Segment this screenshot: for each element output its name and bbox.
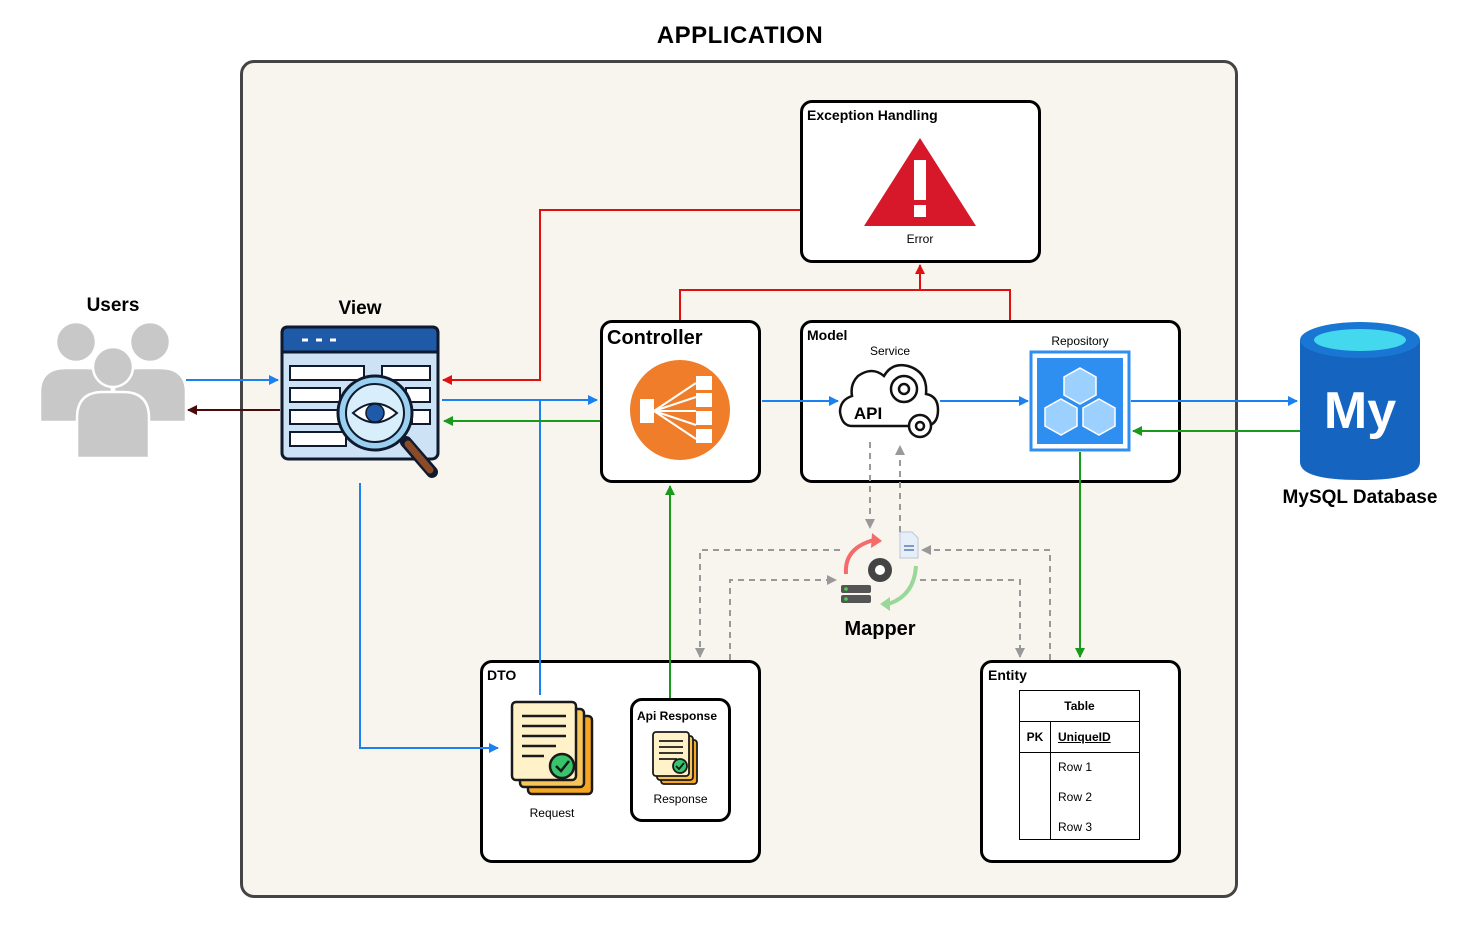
mapper-to-dto-arrow: [695, 549, 840, 658]
pk-field: UniqueID: [1058, 730, 1111, 744]
table-pk-row: PK UniqueID: [1020, 722, 1139, 753]
entity-label: Entity: [988, 667, 1027, 683]
api-icon-text: API: [854, 404, 882, 423]
mysql-database-icon: [1300, 322, 1420, 480]
table-row: Row 3: [1058, 820, 1093, 834]
controller-label: Controller: [607, 327, 703, 349]
mapper-to-entity-arrow: [920, 579, 1025, 658]
view-label: View: [338, 298, 382, 319]
dto-label: DTO: [487, 667, 517, 683]
repository-label: Repository: [1051, 334, 1109, 348]
api-gear-icon: [838, 363, 940, 439]
table-header: Table: [1020, 691, 1139, 722]
request-to-controller-line: [539, 399, 597, 695]
mapper-icon: [841, 531, 919, 611]
errors-bus-line: [679, 289, 1011, 320]
entity-to-mapper-arrow: [921, 545, 1051, 660]
view-icon: [280, 325, 440, 478]
table-row-gutter: [1020, 752, 1051, 839]
users-icon: [38, 320, 188, 460]
error-label: Error: [906, 232, 934, 246]
mapper-label: Mapper: [844, 618, 916, 640]
controller-icon: [630, 360, 730, 460]
mysql-database-label: MySQL Database: [1282, 487, 1438, 508]
entity-table: Table PK UniqueID Row 1 Row 2 Row 3: [1019, 690, 1140, 840]
model-label: Model: [807, 327, 848, 343]
dto-to-mapper-arrow: [729, 575, 837, 660]
exception-to-view-arrow: [442, 209, 800, 385]
users-label: Users: [86, 295, 140, 316]
request-label: Request: [529, 806, 575, 820]
mysql-logo-text: My: [1324, 382, 1396, 440]
table-row: Row 2: [1058, 790, 1093, 804]
table-rows: Row 1 Row 2 Row 3: [1020, 752, 1139, 839]
diagram-title: APPLICATION: [656, 22, 824, 49]
response-document-icon: [652, 731, 698, 785]
repository-icon: [1029, 350, 1131, 452]
service-label: Service: [869, 344, 910, 358]
pk-label: PK: [1020, 722, 1051, 752]
response-label: Response: [653, 792, 708, 806]
request-document-icon: [510, 700, 594, 796]
view-to-request-arrow: [359, 483, 499, 753]
api-response-label: Api Response: [637, 709, 718, 723]
exception-handling-label: Exception Handling: [807, 107, 938, 123]
alert-icon: [864, 138, 976, 226]
table-row: Row 1: [1058, 760, 1093, 774]
